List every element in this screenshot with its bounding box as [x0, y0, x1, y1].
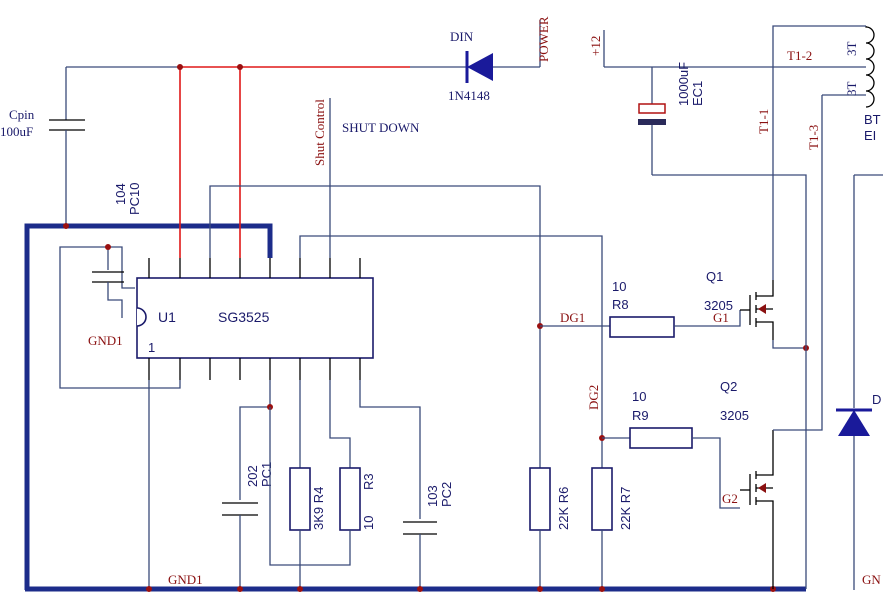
plus12-label: +12 — [588, 36, 603, 56]
r4-label: 3K9 R4 — [311, 487, 326, 530]
d-right-label: D — [872, 392, 881, 407]
r8-label: R8 — [612, 297, 629, 312]
q1-part-label: 3205 — [704, 298, 733, 313]
shut-control-label: Shut Control — [312, 99, 327, 166]
g1-label: G1 — [713, 310, 729, 325]
din-part-label: 1N4148 — [448, 88, 490, 103]
r7-resistor — [591, 467, 613, 531]
pc10-label: PC10 — [127, 182, 142, 215]
gnd1-bottom-label: GND1 — [168, 572, 203, 587]
pc10-value-label: 104 — [113, 183, 128, 205]
r3-value-label: 10 — [361, 516, 376, 530]
r7-label: 22K R7 — [618, 487, 633, 530]
r6-resistor — [529, 467, 551, 531]
t11-label: T1-1 — [756, 109, 771, 134]
r4-resistor — [289, 467, 311, 531]
pc2-label: PC2 — [439, 482, 454, 507]
cpin-value-label: 100uF — [0, 124, 33, 139]
ec1-value-label: 1000uF — [676, 62, 691, 106]
shut-down-label: SHUT DOWN — [342, 120, 420, 135]
r9-value-label: 10 — [632, 389, 646, 404]
gn-right-label: GN — [862, 572, 881, 587]
r8-value-label: 10 — [612, 279, 626, 294]
pc2-value-label: 103 — [425, 485, 440, 507]
sg3525-label: SG3525 — [218, 309, 270, 325]
three-t-label-1: 3T — [844, 42, 859, 57]
pc1-value-label: 202 — [245, 465, 260, 487]
ground-bus — [24, 223, 273, 590]
pin1-label: 1 — [148, 340, 155, 355]
r6-label: 22K R6 — [556, 487, 571, 530]
dg1-label: DG1 — [560, 310, 585, 325]
g2-label: G2 — [722, 491, 738, 506]
u1-label: U1 — [158, 309, 176, 325]
q1-mosfet — [740, 280, 774, 340]
gnd1-left-label: GND1 — [88, 333, 123, 348]
r9-resistor — [629, 427, 693, 449]
sg3525-chip — [136, 277, 374, 359]
ec1-capacitor — [638, 103, 666, 114]
r3-label: R3 — [361, 473, 376, 490]
din-diode — [465, 51, 493, 83]
r3-resistor — [339, 467, 361, 531]
dg2-label: DG2 — [586, 385, 601, 410]
r8-resistor — [609, 316, 675, 338]
din-label: DIN — [450, 29, 474, 44]
q2-mosfet — [740, 430, 774, 589]
bt-label: BT — [864, 112, 881, 127]
chip-bottom-pins — [148, 358, 361, 380]
q2-part-label: 3205 — [720, 408, 749, 423]
three-t-label-2: 3T — [844, 82, 859, 97]
ei-label: EI — [864, 128, 876, 143]
pc1-label: PC1 — [259, 462, 274, 487]
chip-top-pins — [148, 258, 361, 278]
ground-junctions — [146, 586, 776, 592]
q2-label: Q2 — [720, 379, 737, 394]
t12-label: T1-2 — [787, 48, 812, 63]
q1-label: Q1 — [706, 269, 723, 284]
right-diode — [838, 410, 870, 436]
transformer-winding — [865, 26, 875, 108]
r9-label: R9 — [632, 408, 649, 423]
cpin-label: Cpin — [9, 107, 35, 122]
ec1-label: EC1 — [690, 81, 705, 106]
power-label: POWER — [536, 16, 551, 62]
t13-label: T1-3 — [806, 125, 821, 150]
